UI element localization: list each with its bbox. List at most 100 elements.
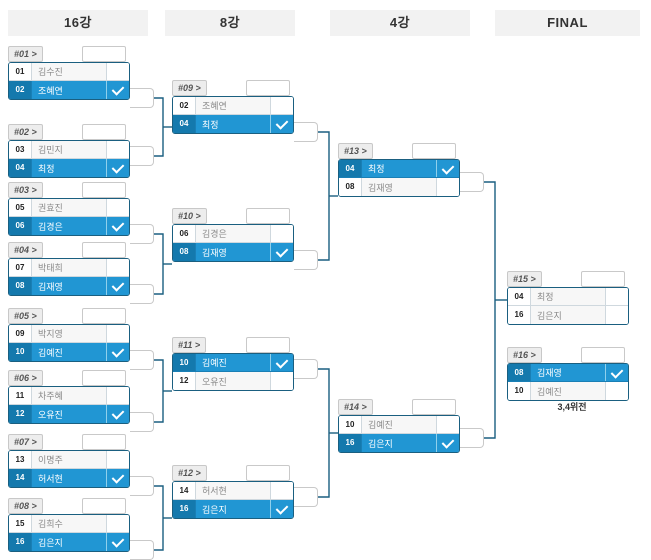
match-score-box[interactable]	[82, 434, 126, 450]
match-label-link[interactable]: #01 >	[8, 46, 43, 62]
check-icon	[441, 435, 455, 449]
match-label-link[interactable]: #09 >	[172, 80, 207, 96]
match-label-link[interactable]: #13 >	[338, 143, 373, 159]
match-score-box[interactable]	[581, 271, 625, 287]
player-name: 김경은	[202, 229, 227, 239]
winner-mark-cell	[270, 225, 293, 242]
player-name: 김수진	[38, 67, 63, 77]
match-score-box[interactable]	[412, 399, 456, 415]
match-score-box[interactable]	[246, 80, 290, 96]
match-label-link[interactable]: #10 >	[172, 208, 207, 224]
match-label-link[interactable]: #05 >	[8, 308, 43, 324]
match-score-box[interactable]	[82, 46, 126, 62]
match-score-box[interactable]	[581, 347, 625, 363]
match-header: #07 >	[8, 434, 130, 450]
match-score-box[interactable]	[412, 143, 456, 159]
winner-mark-cell	[270, 482, 293, 499]
player-seed: 16	[339, 434, 362, 452]
match-score-box[interactable]	[82, 498, 126, 514]
player-seed: 10	[508, 382, 531, 400]
winner-mark-cell	[106, 451, 129, 468]
connector-line-13	[484, 181, 496, 439]
winner-check-icon	[106, 217, 129, 235]
player-name: 김재영	[38, 281, 63, 292]
match-header: #11 >	[172, 337, 294, 353]
player-seed: 05	[9, 199, 32, 216]
connector-line-1	[154, 97, 164, 157]
match-label-link[interactable]: #15 >	[507, 271, 542, 287]
match-label-link[interactable]: #06 >	[8, 370, 43, 386]
match-score-box[interactable]	[246, 208, 290, 224]
match-score-box[interactable]	[82, 308, 126, 324]
player-name: 조혜연	[38, 85, 63, 96]
check-icon	[111, 218, 125, 232]
winner-check-icon	[436, 160, 459, 177]
winner-check-icon	[436, 434, 459, 452]
connector-stub-3	[130, 224, 154, 244]
match-label-link[interactable]: #11 >	[172, 337, 207, 353]
connector-stub-8	[130, 540, 154, 560]
match-label-link[interactable]: #02 >	[8, 124, 43, 140]
player-name: 김은지	[368, 438, 393, 449]
match-header: #06 >	[8, 370, 130, 386]
player-seed: 09	[9, 325, 32, 342]
connector-line-3	[154, 233, 164, 295]
match-row[interactable]: 16 김은지	[339, 434, 459, 452]
check-icon	[610, 365, 624, 379]
player-seed: 16	[508, 306, 531, 324]
match-label-link[interactable]: #04 >	[8, 242, 43, 258]
match-header: #04 >	[8, 242, 130, 258]
match-label-link[interactable]: #03 >	[8, 182, 43, 198]
player-seed: 14	[173, 482, 196, 499]
match-label-link[interactable]: #14 >	[338, 399, 373, 415]
connector-line-11	[318, 368, 330, 498]
match-label-link[interactable]: #07 >	[8, 434, 43, 450]
match-label-link[interactable]: #08 >	[8, 498, 43, 514]
winner-mark-cell	[106, 259, 129, 276]
match-score-box[interactable]	[246, 337, 290, 353]
match-score-box[interactable]	[82, 370, 126, 386]
match-score-box[interactable]	[82, 242, 126, 258]
match-score-box[interactable]	[246, 465, 290, 481]
match-score-box[interactable]	[82, 124, 126, 140]
match-label-link[interactable]: #12 >	[172, 465, 207, 481]
match-score-box[interactable]	[82, 182, 126, 198]
match-label-link[interactable]: #16 >	[507, 347, 542, 363]
